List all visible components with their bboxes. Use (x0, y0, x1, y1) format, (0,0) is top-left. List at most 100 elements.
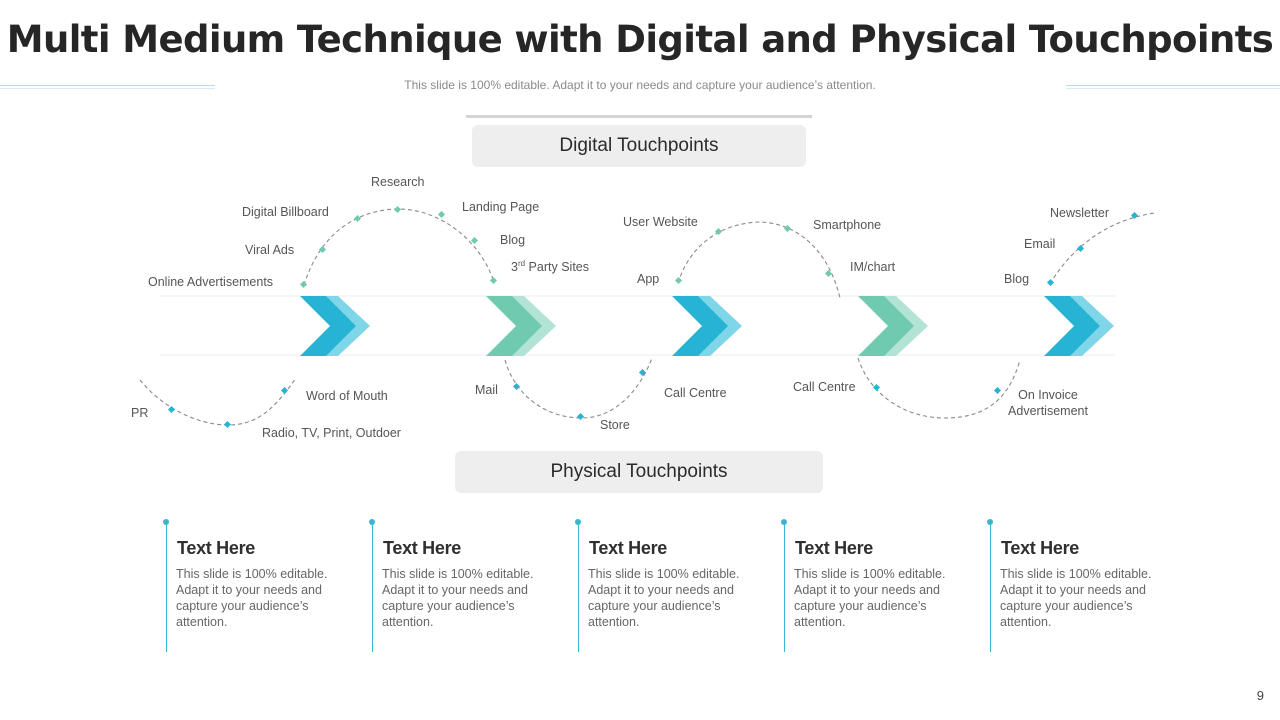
card-4-dot (781, 519, 787, 525)
chevron-1-main (300, 296, 356, 356)
card-1-text: This slide is 100% editable. Adapt it to… (176, 567, 328, 629)
label-third-party-sites: 3rd Party Sites (511, 259, 589, 274)
chevron-1-light (311, 296, 370, 356)
curve-digital-3 (1049, 212, 1156, 285)
chevron-arrow-3 (672, 296, 742, 356)
third-party-superscript: rd (518, 259, 525, 268)
curve-digital-2 (677, 221, 841, 299)
label-call-centre-1: Call Centre (664, 386, 727, 400)
text-card-1: Text Here This slide is 100% editable. A… (163, 518, 346, 652)
label-blog-1: Blog (500, 233, 525, 247)
card-5-text: This slide is 100% editable. Adapt it to… (1000, 567, 1152, 629)
marker-radio-tv (223, 420, 232, 429)
card-3-dot (575, 519, 581, 525)
marker-research (393, 205, 402, 214)
marker-store (576, 412, 585, 421)
text-card-4: Text Here This slide is 100% editable. A… (781, 518, 964, 652)
label-landing-page: Landing Page (462, 200, 539, 214)
right-divider-secondary (1066, 88, 1280, 89)
chevron-4-light (869, 296, 928, 356)
curve-physical-3 (857, 357, 1021, 419)
right-divider (1066, 85, 1280, 86)
label-email: Email (1024, 237, 1055, 251)
chevron-arrow-5 (1044, 296, 1114, 356)
marker-digital-billboard (353, 214, 362, 223)
marker-landing-page (437, 210, 446, 219)
marker-on-invoice (993, 386, 1002, 395)
label-blog-2: Blog (1004, 272, 1029, 286)
chevron-2-light (497, 296, 556, 356)
marker-online-ads (299, 280, 308, 289)
card-1-title: Text Here (177, 538, 256, 558)
label-word-of-mouth: Word of Mouth (306, 389, 388, 403)
left-divider (0, 85, 215, 86)
chevron-5-light (1055, 296, 1114, 356)
left-divider-secondary (0, 88, 215, 89)
chevron-4-main (858, 296, 914, 356)
chevron-arrow-1 (300, 296, 370, 356)
connector-curves (139, 208, 1156, 426)
digital-header-accent (466, 115, 812, 118)
digital-touchpoints-header: Digital Touchpoints (472, 125, 806, 167)
label-app: App (637, 272, 659, 286)
card-5-dot (987, 519, 993, 525)
curve-physical-1 (139, 377, 297, 426)
physical-touchpoints-header: Physical Touchpoints (455, 451, 823, 493)
label-digital-billboard: Digital Billboard (242, 205, 329, 219)
card-2-line (372, 524, 373, 652)
chevron-2-main (486, 296, 542, 356)
label-pr: PR (131, 406, 148, 420)
marker-app (674, 276, 683, 285)
label-smartphone: Smartphone (813, 218, 881, 232)
text-card-3: Text Here This slide is 100% editable. A… (575, 518, 758, 652)
label-mail: Mail (475, 383, 498, 397)
card-1-line (166, 524, 167, 652)
marker-third-party (489, 276, 498, 285)
label-im-chart: IM/chart (850, 260, 896, 274)
marker-user-website (714, 227, 723, 236)
card-2-text: This slide is 100% editable. Adapt it to… (382, 567, 534, 629)
curve-physical-2 (504, 357, 653, 419)
label-on-invoice-line1: On Invoice (1018, 388, 1078, 402)
card-2-dot (369, 519, 375, 525)
label-call-centre-2: Call Centre (793, 380, 856, 394)
marker-blog-2 (1046, 278, 1055, 287)
marker-im-chart (824, 269, 833, 278)
marker-viral-ads (318, 245, 327, 254)
card-5-title: Text Here (1001, 538, 1080, 558)
curve-digital-1 (303, 208, 495, 286)
card-1-dot (163, 519, 169, 525)
marker-call-centre-2 (872, 383, 881, 392)
text-card-2: Text Here This slide is 100% editable. A… (369, 518, 552, 652)
slide-subtitle: This slide is 100% editable. Adapt it to… (404, 78, 876, 92)
third-party-rest: Party Sites (525, 260, 589, 274)
card-4-line (784, 524, 785, 652)
label-research: Research (371, 175, 425, 189)
label-on-invoice-line2: Advertisement (1008, 404, 1088, 418)
card-3-title: Text Here (589, 538, 668, 558)
label-newsletter: Newsletter (1050, 206, 1109, 220)
marker-pr (167, 405, 176, 414)
marker-email (1076, 244, 1085, 253)
marker-word-of-mouth (280, 386, 289, 395)
card-3-line (578, 524, 579, 652)
card-4-title: Text Here (795, 538, 874, 558)
chevron-arrow-4 (858, 296, 928, 356)
third-party-number: 3 (511, 260, 518, 274)
card-3-text: This slide is 100% editable. Adapt it to… (588, 567, 740, 629)
marker-smartphone (783, 224, 792, 233)
chevron-3-main (672, 296, 728, 356)
label-store: Store (600, 418, 630, 432)
card-2-title: Text Here (383, 538, 462, 558)
label-viral-ads: Viral Ads (245, 243, 294, 257)
marker-blog-1 (470, 236, 479, 245)
label-user-website: User Website (623, 215, 698, 229)
slide-title: Multi Medium Technique with Digital and … (6, 18, 1274, 61)
text-card-5: Text Here This slide is 100% editable. A… (987, 518, 1170, 652)
page-number: 9 (1256, 688, 1264, 703)
marker-call-centre-1 (638, 368, 647, 377)
chevron-5-main (1044, 296, 1100, 356)
chevron-3-light (683, 296, 742, 356)
marker-mail (512, 382, 521, 391)
